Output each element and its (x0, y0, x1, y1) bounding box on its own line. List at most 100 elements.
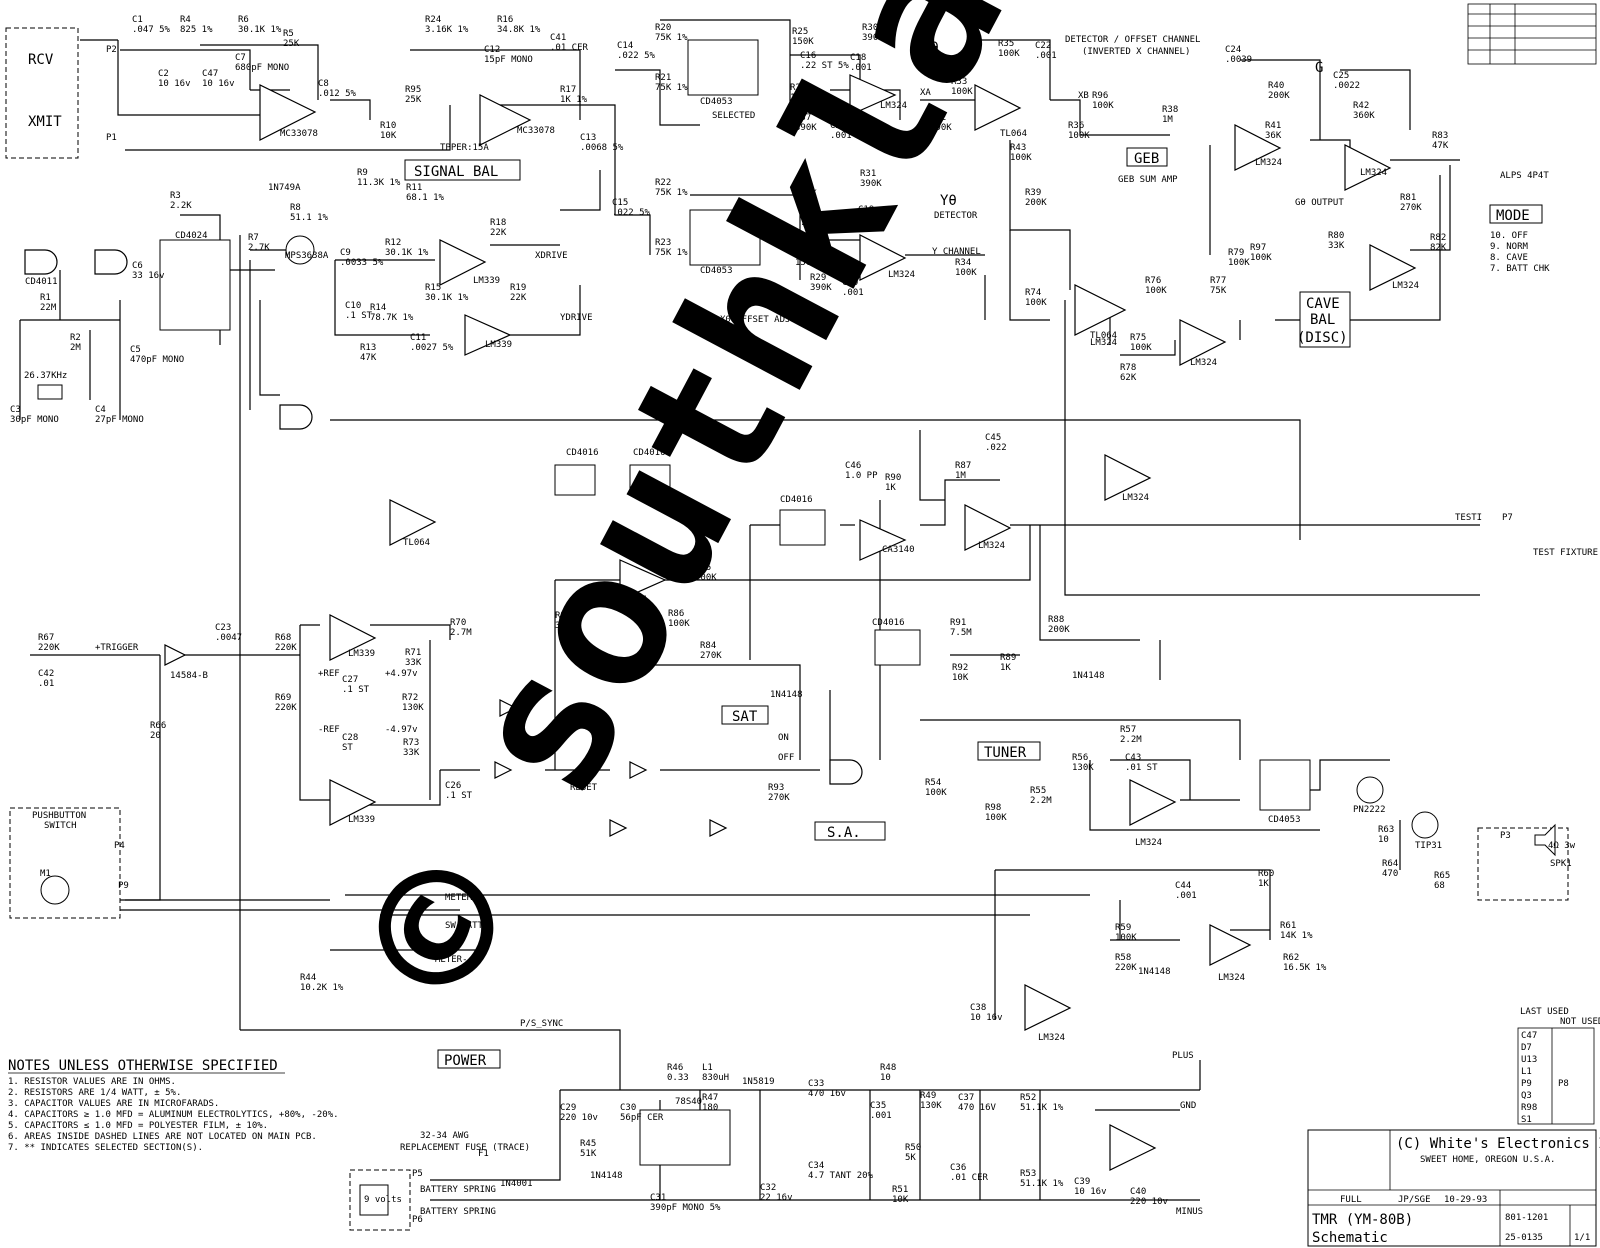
u11-buffer-a (164, 644, 187, 666)
component-ref: R88 (1048, 615, 1064, 625)
svg-text:LM324: LM324 (1135, 838, 1162, 848)
component-value: 390K (860, 179, 882, 189)
svg-text:CD4024: CD4024 (175, 231, 208, 241)
component-ref: R31 (860, 169, 876, 179)
u13-nand-c (279, 404, 313, 430)
svg-text:LM324: LM324 (880, 101, 907, 111)
component-ref: R93 (768, 783, 784, 793)
last-used-table: LAST USED NOT USED C47 D7 U13 L1 P9 Q3 R… (1517, 1007, 1600, 1125)
svg-text:P4: P4 (114, 841, 125, 851)
last-used-item: S1 (1521, 1115, 1532, 1125)
u3-opamp-c (1344, 144, 1392, 191)
svg-text:LM324: LM324 (1218, 973, 1245, 983)
component-ref: C20 (842, 278, 858, 288)
u6-opamp-d (619, 559, 667, 601)
svg-text:1N749A: 1N749A (268, 183, 301, 193)
component-ref: R12 (385, 238, 401, 248)
component-ref: C10 (345, 301, 361, 311)
component-ref: C47 (202, 69, 218, 79)
g-label: G (1315, 60, 1323, 76)
component-ref: C15 (612, 198, 628, 208)
component-ref: C4 (95, 405, 106, 415)
component-value: 27pF MONO (95, 415, 144, 425)
component-value: 10K (892, 1195, 909, 1205)
component-value: 62K (1120, 373, 1137, 383)
rcv-label: RCV (28, 52, 54, 68)
component-ref: R28 (795, 248, 811, 258)
component-ref: R52 (1020, 1093, 1036, 1103)
component-ref: C36 (950, 1163, 966, 1173)
component-value: 1.0 PP (845, 471, 878, 481)
svg-text:P6: P6 (412, 1215, 423, 1225)
component-value: 1K 1% (560, 95, 588, 105)
component-value: 78.7K 1% (370, 313, 414, 323)
component-value: 200K (1025, 198, 1047, 208)
component-value: 150K (792, 37, 814, 47)
component-ref: R37 (795, 113, 811, 123)
u8-opamp-c (1129, 779, 1177, 826)
component-value: 390pF MONO 5% (650, 1203, 721, 1213)
svg-text:BATTERY SPRING: BATTERY SPRING (420, 1185, 496, 1195)
component-value: .001 (830, 131, 852, 141)
component-value: 68 (1434, 881, 1445, 891)
svg-text:CA3140: CA3140 (882, 545, 915, 555)
component-ref: R42 (1353, 101, 1369, 111)
component-value: 150K (790, 93, 812, 103)
component-ref: R84 (700, 641, 716, 651)
component-ref: R69 (275, 693, 291, 703)
component-value: 33K (403, 748, 420, 758)
component-value: 2.7M (450, 628, 472, 638)
component-ref: R27 (795, 179, 811, 189)
component-value: 130K (920, 1101, 942, 1111)
drawing-date: 10-29-93 (1444, 1195, 1487, 1205)
svg-text:TIP31: TIP31 (1415, 841, 1442, 851)
component-value: 180 (702, 1103, 718, 1113)
component-ref: R24 (425, 15, 441, 25)
component-ref: C28 (342, 733, 358, 743)
u8-opamp-d (1209, 924, 1252, 966)
sheet-number: 1/1 (1574, 1233, 1590, 1243)
svg-text:LAST USED: LAST USED (1520, 1007, 1569, 1017)
component-ref: R46 (667, 1063, 683, 1073)
component-value: 100K (668, 619, 690, 629)
component-value: 3.16K 1% (425, 25, 469, 35)
component-ref: R25 (792, 27, 808, 37)
component-value: .001 (1175, 891, 1197, 901)
component-value: 390K (795, 123, 817, 133)
component-ref: R5 (283, 29, 294, 39)
component-ref: R74 (1025, 288, 1041, 298)
component-ref: R3 (170, 191, 181, 201)
component-value: 100K (998, 49, 1020, 59)
component-ref: C27 (342, 675, 358, 685)
component-ref: R60 (1258, 869, 1274, 879)
svg-text:TL064: TL064 (620, 595, 647, 605)
component-value: 200K (1268, 91, 1290, 101)
component-value: 10 (880, 1073, 891, 1083)
svg-text:BAL: BAL (1310, 312, 1335, 328)
component-ref: C17 (800, 208, 816, 218)
component-value: 100K (925, 788, 947, 798)
component-value: 4.7 TANT 20% (808, 1171, 874, 1181)
component-ref: C44 (1175, 881, 1191, 891)
component-ref: R44 (300, 973, 316, 983)
component-value: 75K 1% (655, 83, 688, 93)
component-ref: R49 (920, 1091, 936, 1101)
component-value: 56pF CER (620, 1113, 664, 1123)
component-ref: R65 (1434, 871, 1450, 881)
u11-buffer-b (499, 699, 518, 717)
y-theta-label: Yθ (940, 193, 957, 209)
u13-nand-a (24, 249, 58, 275)
svg-text:TL064: TL064 (1090, 331, 1117, 341)
component-ref: R50 (905, 1143, 921, 1153)
component-ref: R16 (497, 15, 513, 25)
x-theta-label: Xθ (922, 40, 939, 56)
ic-symbols (24, 39, 1556, 1216)
component-value: 100K (1025, 298, 1047, 308)
component-ref: R1 (40, 293, 51, 303)
component-value: 100K (695, 573, 717, 583)
component-ref: C21 (830, 121, 846, 131)
svg-text:CD4016: CD4016 (872, 618, 905, 628)
company-location: SWEET HOME, OREGON U.S.A. (1420, 1155, 1555, 1165)
component-ref: C7 (235, 53, 246, 63)
component-ref: R73 (403, 738, 419, 748)
